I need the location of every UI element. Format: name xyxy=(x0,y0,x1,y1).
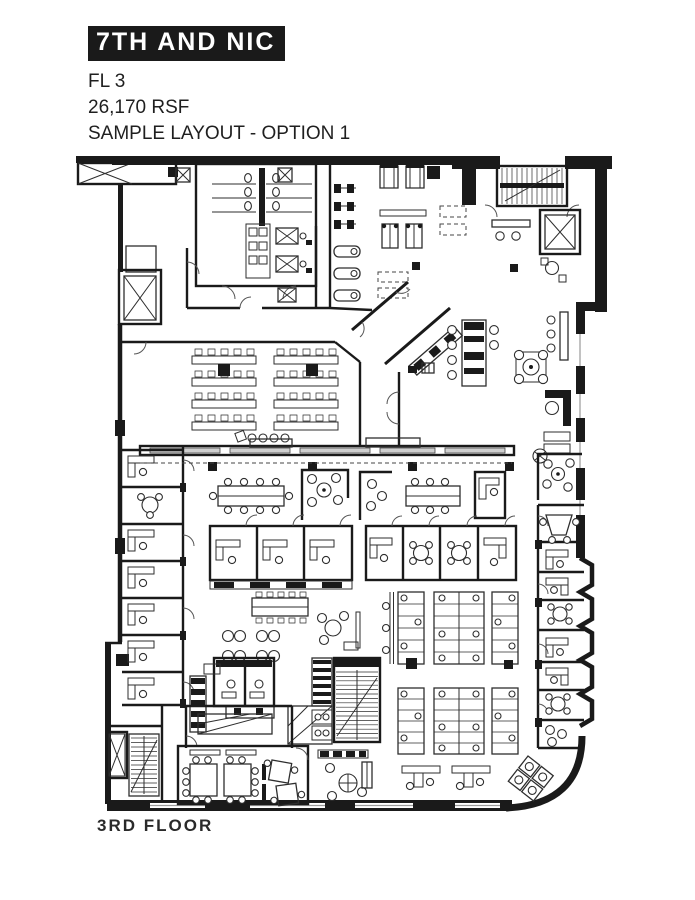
column xyxy=(510,264,518,272)
treadmills xyxy=(333,245,361,302)
storage-wall xyxy=(138,437,516,471)
lounge-east xyxy=(532,390,571,464)
huddle-table-west xyxy=(137,493,163,519)
meeting-table-1 xyxy=(208,477,294,515)
rentable-area: 26,170 RSF xyxy=(88,97,190,118)
lounge-northeast xyxy=(491,219,567,283)
column xyxy=(427,166,440,179)
island-counter xyxy=(287,705,333,745)
offices-central-east xyxy=(364,515,518,582)
trapezoid-table xyxy=(545,514,573,536)
bottom-windows xyxy=(150,803,500,808)
column xyxy=(412,262,420,270)
elevator-icon xyxy=(544,214,576,250)
bay-windows xyxy=(575,556,595,728)
floor-number: FL 3 xyxy=(88,71,126,92)
wellness-rooms xyxy=(212,656,276,719)
credenza xyxy=(234,429,290,443)
lounge-corner xyxy=(507,755,555,802)
lounge-south xyxy=(317,749,373,802)
game-table xyxy=(513,349,549,385)
stair-north xyxy=(484,164,580,218)
coffee-booth xyxy=(447,319,499,387)
column-icon xyxy=(175,167,293,183)
weight-bench xyxy=(381,223,423,249)
elevator-north xyxy=(538,208,582,256)
mechanical-closets xyxy=(185,226,330,310)
elevator-west xyxy=(117,245,163,326)
elevator-icon xyxy=(108,733,126,777)
stair-southwest xyxy=(105,704,164,800)
copy-room xyxy=(184,704,294,748)
office-desks-west xyxy=(127,455,155,700)
cafe-lounge xyxy=(316,610,361,651)
sink-counter xyxy=(245,223,271,279)
offices-central-west xyxy=(208,514,354,590)
collab-room-2 xyxy=(358,470,392,520)
flex-table xyxy=(263,759,299,784)
page-title: 7TH AND NIC xyxy=(88,26,286,61)
elevator-icon xyxy=(123,275,157,321)
kitchen xyxy=(189,663,333,745)
touchdown-desks xyxy=(401,765,491,791)
collab-room-3 xyxy=(536,452,582,500)
meeting-table-2 xyxy=(405,477,461,515)
curved-corner-wall xyxy=(505,735,586,812)
stair-internal xyxy=(311,656,382,744)
reception-area xyxy=(351,280,464,376)
training-room xyxy=(122,340,401,446)
collab-room-1 xyxy=(300,468,350,520)
cubicle-bank-south xyxy=(397,687,519,755)
window-bar xyxy=(546,311,569,361)
floor-label: 3RD FLOOR xyxy=(97,816,214,835)
training-desks xyxy=(191,348,339,431)
column xyxy=(168,167,178,177)
offices-west xyxy=(122,445,195,708)
exterior-walls xyxy=(76,156,612,812)
cubicle-bank-north xyxy=(381,591,519,669)
focus-office xyxy=(473,470,507,520)
layout-option: SAMPLE LAYOUT - OPTION 1 xyxy=(88,123,351,144)
fitness-room xyxy=(328,164,518,312)
flex-table xyxy=(270,782,306,807)
conference-room-south xyxy=(176,744,310,807)
sink-counter xyxy=(225,705,275,719)
offices-east xyxy=(535,503,584,750)
weight-rack xyxy=(334,184,356,229)
cafe-area xyxy=(221,591,361,663)
restrooms xyxy=(175,162,318,300)
title-block: 7TH AND NIC FL 3 26,170 RSF SAMPLE LAYOU… xyxy=(88,26,350,147)
